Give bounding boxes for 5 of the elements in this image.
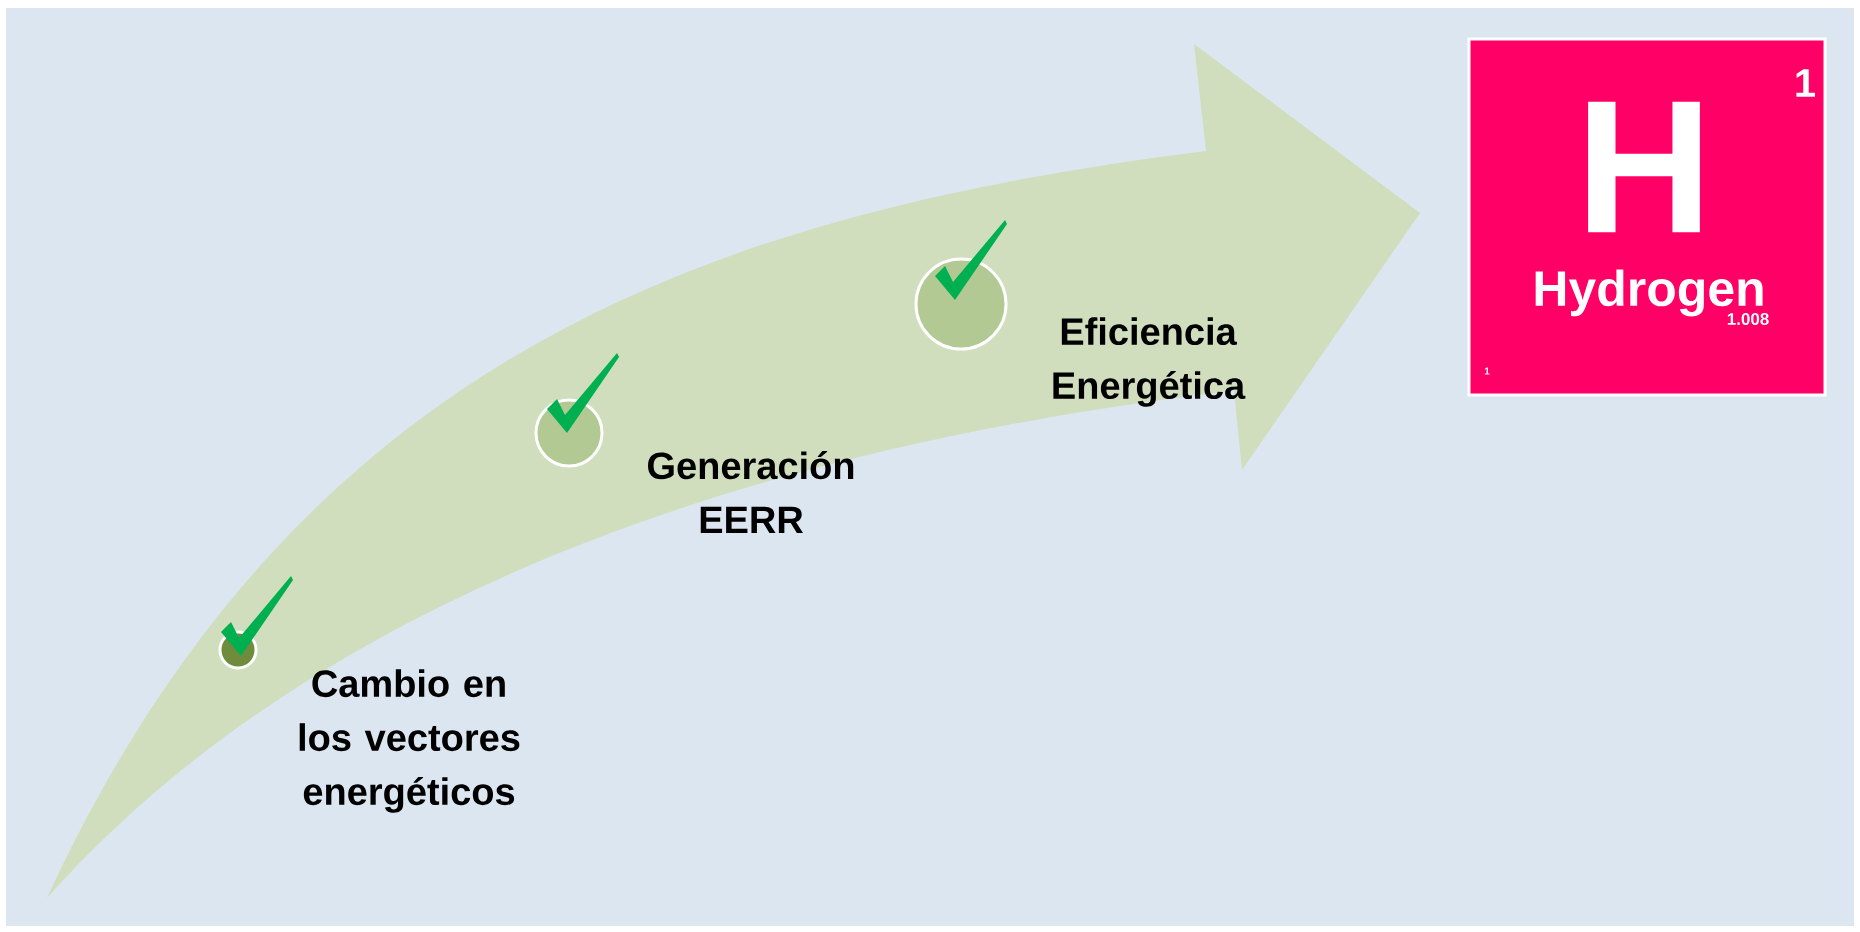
circle-marker <box>914 257 1008 351</box>
step-label: Eficiencia Energética <box>1053 317 1246 407</box>
step-label: Generación EERR <box>648 451 854 533</box>
element-tile: H 1 Hydrogen 1.008 1 <box>1467 37 1827 397</box>
step-label: Cambio en los vectores energéticos <box>299 669 520 813</box>
